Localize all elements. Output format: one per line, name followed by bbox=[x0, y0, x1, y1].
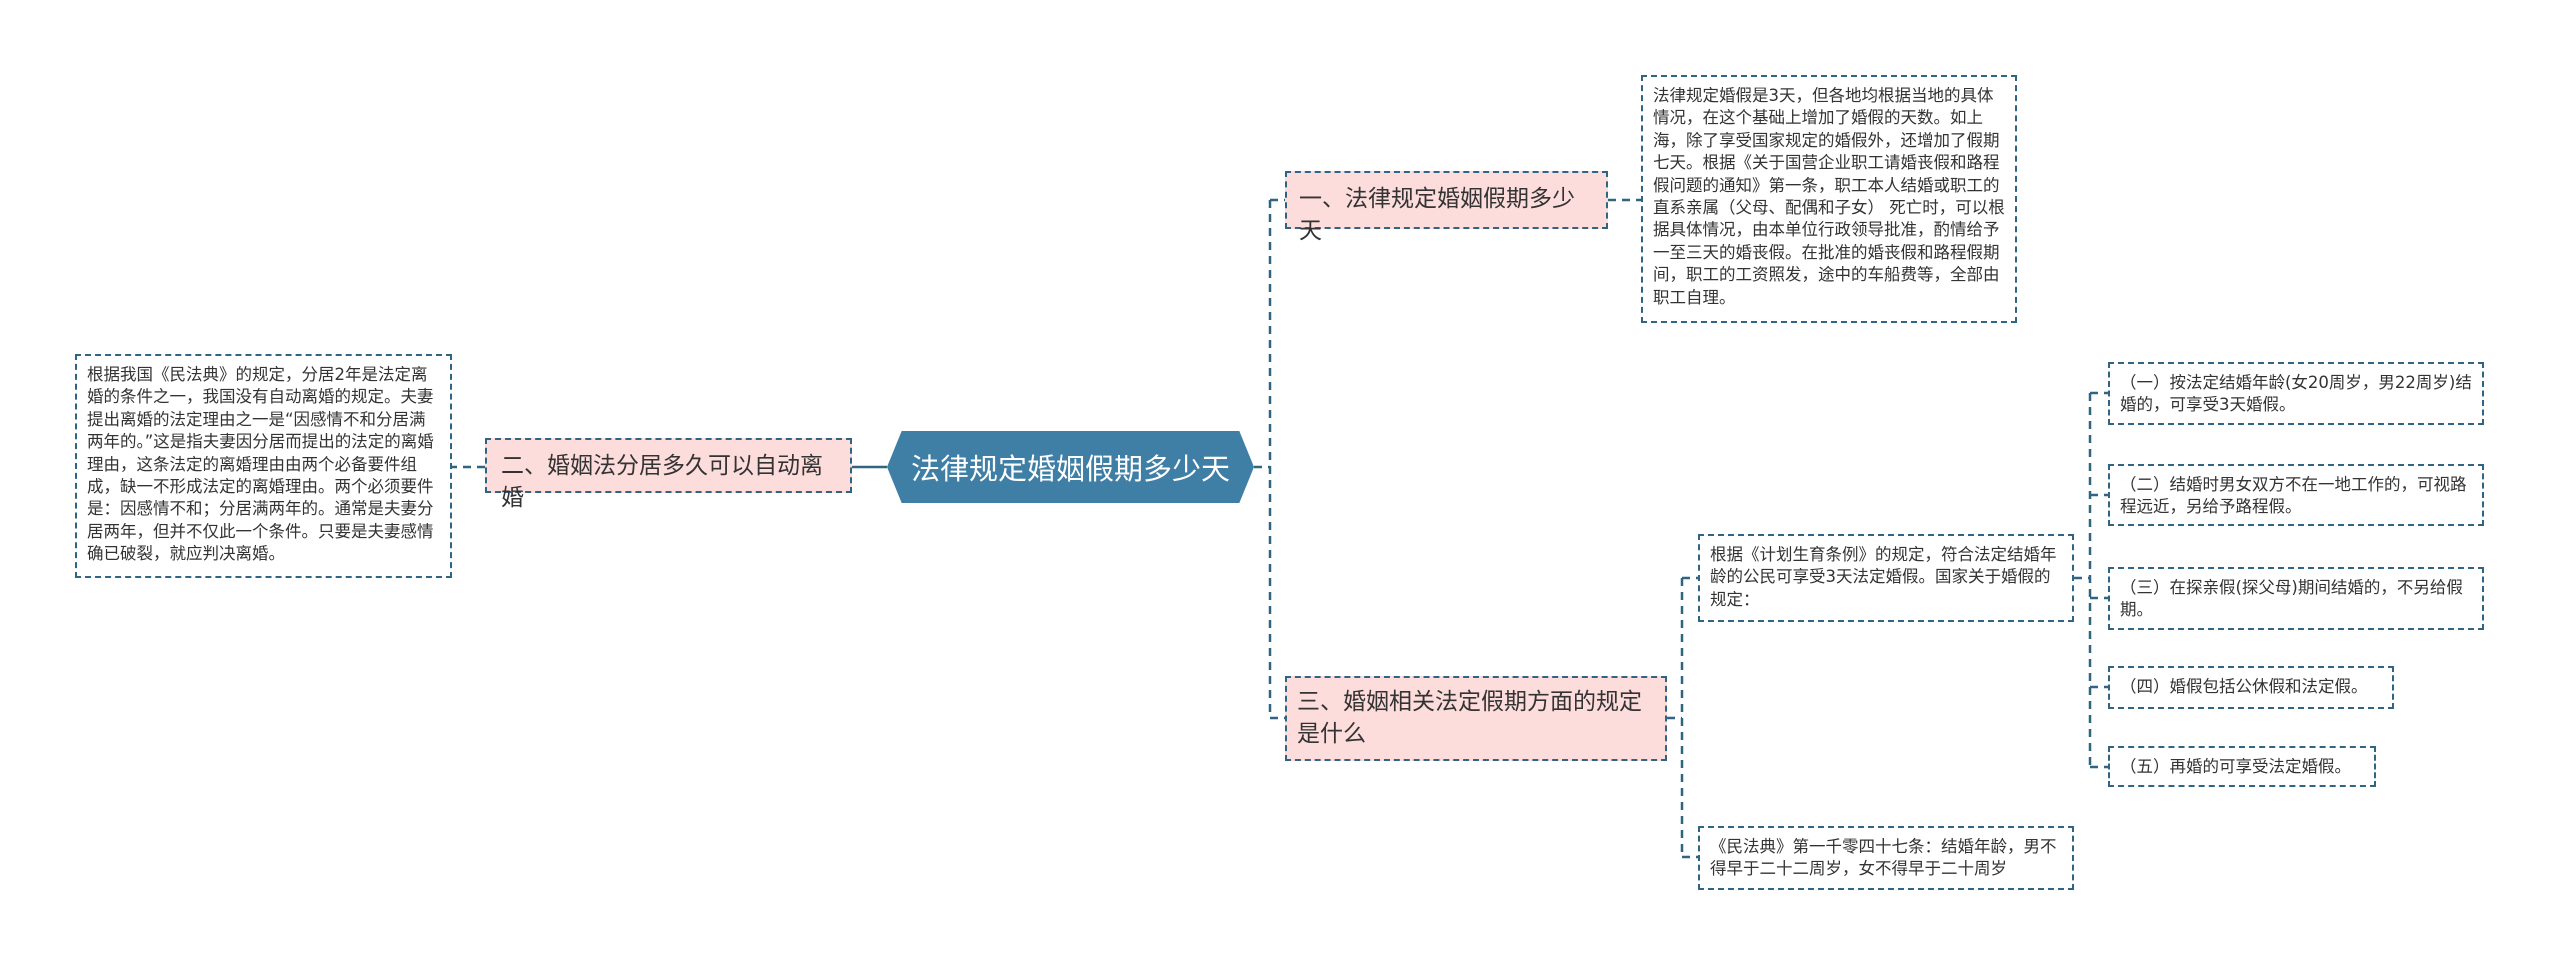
root-node[interactable]: 法律规定婚姻假期多少天 bbox=[887, 431, 1254, 503]
detail-node-2[interactable]: 根据我国《民法典》的规定，分居2年是法定离婚的条件之一，我国没有自动离婚的规定。… bbox=[75, 354, 452, 578]
leaf-text: （二）结婚时男女双方不在一地工作的，可视路程远近，另给予路程假。 bbox=[2120, 475, 2467, 517]
leaf-text: （三）在探亲假(探父母)期间结婚的，不另给假期。 bbox=[2120, 578, 2463, 620]
branch-label: 三、婚姻相关法定假期方面的规定是什么 bbox=[1297, 689, 1642, 747]
leaf-node-5[interactable]: （五）再婚的可享受法定婚假。 bbox=[2108, 746, 2376, 787]
branch-node-2[interactable]: 二、婚姻法分居多久可以自动离婚 bbox=[485, 438, 852, 511]
leaf-node-3[interactable]: （三）在探亲假(探父母)期间结婚的，不另给假期。 bbox=[2108, 567, 2484, 630]
detail-text: 根据我国《民法典》的规定，分居2年是法定离婚的条件之一，我国没有自动离婚的规定。… bbox=[87, 365, 434, 564]
root-label: 法律规定婚姻假期多少天 bbox=[910, 452, 1230, 486]
leaf-node-1[interactable]: （一）按法定结婚年龄(女20周岁，男22周岁)结婚的，可享受3天婚假。 bbox=[2108, 362, 2484, 425]
detail-node-1[interactable]: 法律规定婚假是3天，但各地均根据当地的具体情况，在这个基础上增加了婚假的天数。如… bbox=[1641, 75, 2017, 323]
leaf-node-2[interactable]: （二）结婚时男女双方不在一地工作的，可视路程远近，另给予路程假。 bbox=[2108, 464, 2484, 526]
detail-text: 法律规定婚假是3天，但各地均根据当地的具体情况，在这个基础上增加了婚假的天数。如… bbox=[1653, 86, 2005, 307]
leaf-text: （四）婚假包括公休假和法定假。 bbox=[2120, 677, 2368, 696]
sub-node-2[interactable]: 《民法典》第一千零四十七条：结婚年龄，男不得早于二十二周岁，女不得早于二十周岁 bbox=[1698, 826, 2074, 890]
sub-text: 根据《计划生育条例》的规定，符合法定结婚年龄的公民可享受3天法定婚假。国家关于婚… bbox=[1710, 545, 2057, 609]
sub-node-1[interactable]: 根据《计划生育条例》的规定，符合法定结婚年龄的公民可享受3天法定婚假。国家关于婚… bbox=[1698, 534, 2074, 622]
leaf-node-4[interactable]: （四）婚假包括公休假和法定假。 bbox=[2108, 666, 2394, 709]
branch-node-1[interactable]: 一、法律规定婚姻假期多少天 bbox=[1285, 171, 1608, 244]
leaf-text: （五）再婚的可享受法定婚假。 bbox=[2120, 757, 2351, 776]
sub-text: 《民法典》第一千零四十七条：结婚年龄，男不得早于二十二周岁，女不得早于二十周岁 bbox=[1710, 837, 2057, 879]
branch-label: 一、法律规定婚姻假期多少天 bbox=[1299, 186, 1575, 244]
branch-label: 二、婚姻法分居多久可以自动离婚 bbox=[501, 453, 823, 511]
leaf-text: （一）按法定结婚年龄(女20周岁，男22周岁)结婚的，可享受3天婚假。 bbox=[2120, 373, 2472, 415]
branch-node-3[interactable]: 三、婚姻相关法定假期方面的规定是什么 bbox=[1285, 676, 1667, 761]
